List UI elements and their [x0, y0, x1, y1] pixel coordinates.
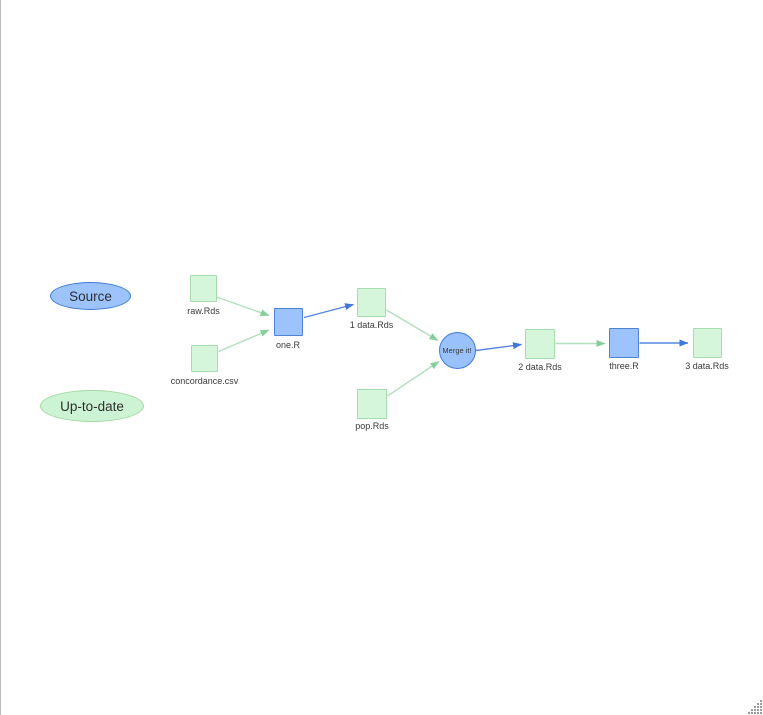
node-label-raw-rds: raw.Rds	[187, 306, 220, 316]
node-pop-rds[interactable]	[357, 389, 387, 419]
edge-pop-rds-to-merge-it	[387, 360, 440, 397]
node-2-data-rds[interactable]	[525, 329, 555, 359]
edge-one-r-to-1-data-rds	[303, 303, 354, 319]
node-concordance-csv[interactable]	[191, 345, 218, 372]
node-label-2-data-rds: 2 data.Rds	[518, 362, 562, 372]
node-1-data-rds[interactable]	[357, 288, 386, 317]
legend-item-up-to-date: Up-to-date	[40, 390, 144, 422]
node-label-one-r: one.R	[275, 340, 301, 350]
resize-grip-icon[interactable]	[747, 699, 763, 715]
node-label-1-data-rds: 1 data.Rds	[349, 320, 394, 330]
node-label-pop-rds: pop.Rds	[355, 421, 389, 431]
node-3-data-rds[interactable]	[692, 328, 722, 358]
edge-merge-it-to-2-data-rds	[475, 342, 522, 352]
node-three-r[interactable]	[609, 328, 639, 358]
node-label-three-r: three.R	[609, 361, 639, 371]
node-label-concordance-csv: concordance.csv	[170, 376, 239, 386]
node-raw-rds[interactable]	[190, 275, 217, 302]
node-label-3-data-rds: 3 data.Rds	[685, 361, 729, 371]
node-one-r[interactable]	[273, 308, 303, 336]
legend-item-source: Source	[50, 282, 131, 310]
node-merge-it[interactable]: Merge it!	[438, 332, 476, 369]
pane-left-border	[0, 0, 1, 715]
